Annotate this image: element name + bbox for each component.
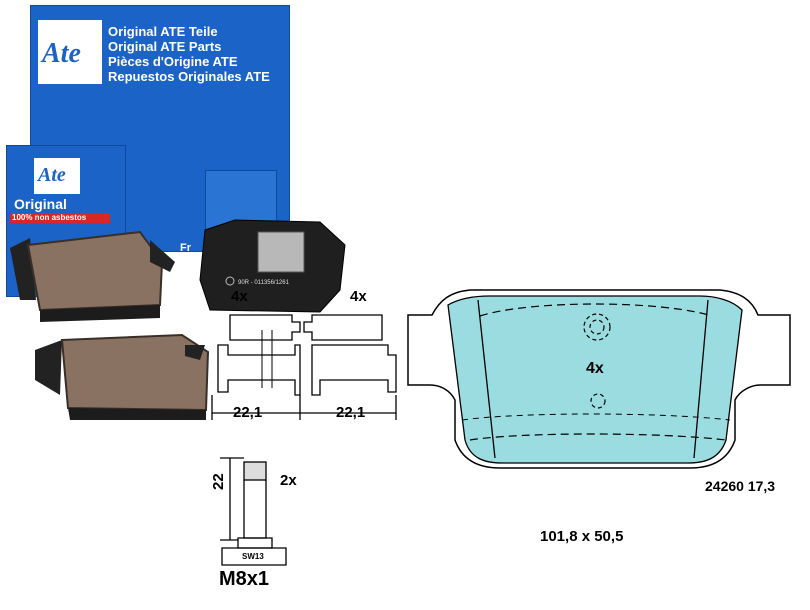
box-line-1: Original ATE Teile	[108, 24, 218, 39]
bolt-drawing	[220, 457, 287, 566]
box-line-4: Repuestos Originales ATE	[108, 69, 270, 84]
clip-qty-label: 4x	[350, 288, 367, 305]
bolt-wrench-label: SW13	[242, 552, 264, 561]
box-line-2: Original ATE Parts	[108, 39, 222, 54]
brake-pad-photo-1	[10, 230, 175, 322]
small-box-logo: Ate	[34, 158, 80, 194]
part-number: 24260 17,3	[705, 478, 776, 494]
pad-dimensions: 101,8 x 50,5	[540, 528, 624, 545]
clip-drawing	[211, 314, 397, 420]
bolt-length-label: 22	[210, 473, 227, 490]
small-box-title: Original	[14, 196, 67, 212]
pad-stamp: 90R - 011356/1261	[238, 280, 290, 286]
pad-qty-label: 4x	[586, 360, 604, 377]
clip-width-left: 22,1	[233, 404, 263, 421]
box-line-3: Pièces d'Origine ATE	[108, 54, 238, 69]
bolt-qty-label: 2x	[280, 472, 297, 489]
ate-logo: Ate	[38, 20, 102, 84]
brake-pad-backplate-photo	[199, 219, 346, 313]
box-side-text: Fr	[180, 242, 191, 254]
pads-qty-label: 4x	[231, 288, 248, 305]
bolt-thread-label: M8x1	[219, 568, 270, 590]
ate-logo-text: Ate	[42, 38, 81, 69]
clip-width-right: 22,1	[336, 404, 366, 421]
brake-pad-drawing	[407, 289, 791, 469]
small-box-tag: 100% non asbestos	[12, 213, 87, 222]
brake-pad-photo-2	[35, 333, 210, 420]
